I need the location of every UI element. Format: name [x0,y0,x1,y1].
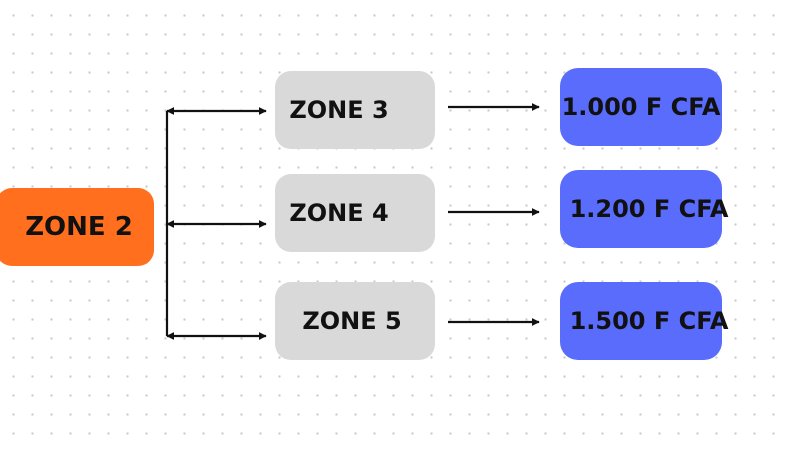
zone-label: ZONE 4 [289,199,389,227]
source-zone-box: ZONE 2 [0,188,154,266]
zone-box-5: ZONE 5 [275,282,435,360]
price-box-zone-3: 1.000 F CFA [560,68,722,146]
zone-box-4: ZONE 4 [275,174,435,252]
price-box-zone-5: 1.500 F CFA [560,282,728,360]
zone-box-3: ZONE 3 [275,71,435,149]
price-label: 1.200 F CFA [569,195,729,223]
price-label: 1.000 F CFA [561,93,721,121]
price-label: 1.500 F CFA [569,307,729,335]
zone-label: ZONE 5 [302,307,402,335]
price-box-zone-4: 1.200 F CFA [560,170,728,248]
source-zone-label: ZONE 2 [25,212,133,242]
zone-label: ZONE 3 [289,96,389,124]
